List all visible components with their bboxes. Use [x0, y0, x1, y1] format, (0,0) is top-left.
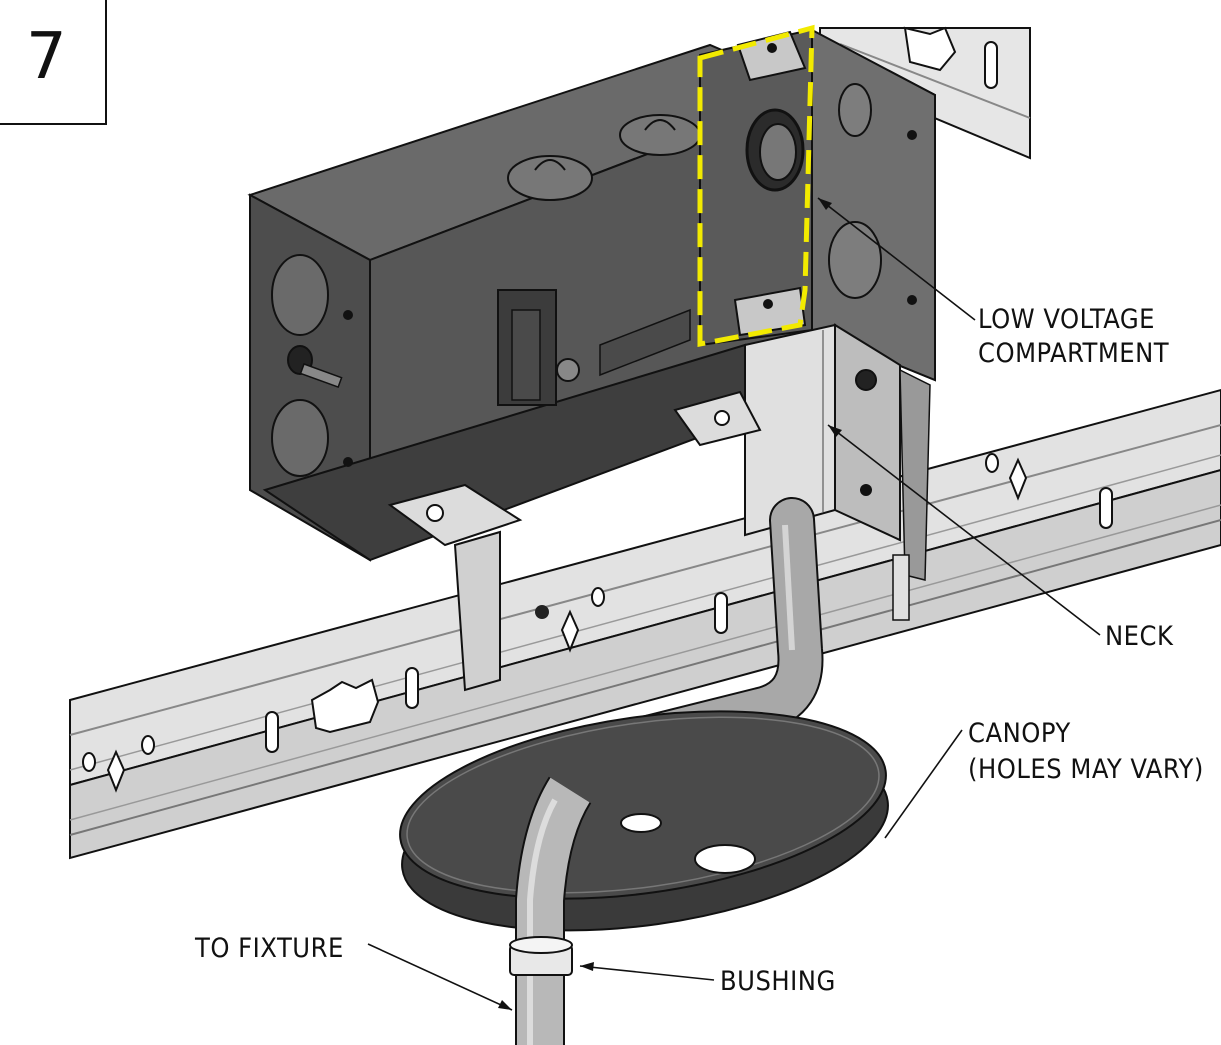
label-low-voltage-line2: COMPARTMENT [978, 338, 1169, 369]
label-to-fixture: TO FIXTURE [194, 933, 344, 964]
fixture-conduit [509, 776, 592, 1045]
callout-labels: LOW VOLTAGE COMPARTMENT NECK CANOPY (HOL… [194, 304, 1204, 997]
label-low-voltage-line1: LOW VOLTAGE [978, 304, 1155, 335]
highlight-outline [697, 24, 815, 348]
bushing [509, 936, 573, 976]
step-number: 7 [26, 20, 67, 94]
label-neck: NECK [1105, 621, 1174, 652]
ceiling-t-bar [69, 388, 1221, 860]
step-badge: 7 [0, 0, 107, 125]
ground-screw [287, 345, 343, 389]
leader-lines [367, 197, 1101, 1011]
conduit [537, 497, 824, 783]
label-canopy-line1: CANOPY [968, 718, 1071, 749]
mounting-tabs [387, 390, 762, 692]
low-voltage-compartment [697, 24, 936, 382]
neck-bracket [744, 323, 931, 621]
label-canopy-line2: (HOLES MAY VARY) [968, 754, 1204, 785]
label-bushing: BUSHING [720, 966, 836, 997]
